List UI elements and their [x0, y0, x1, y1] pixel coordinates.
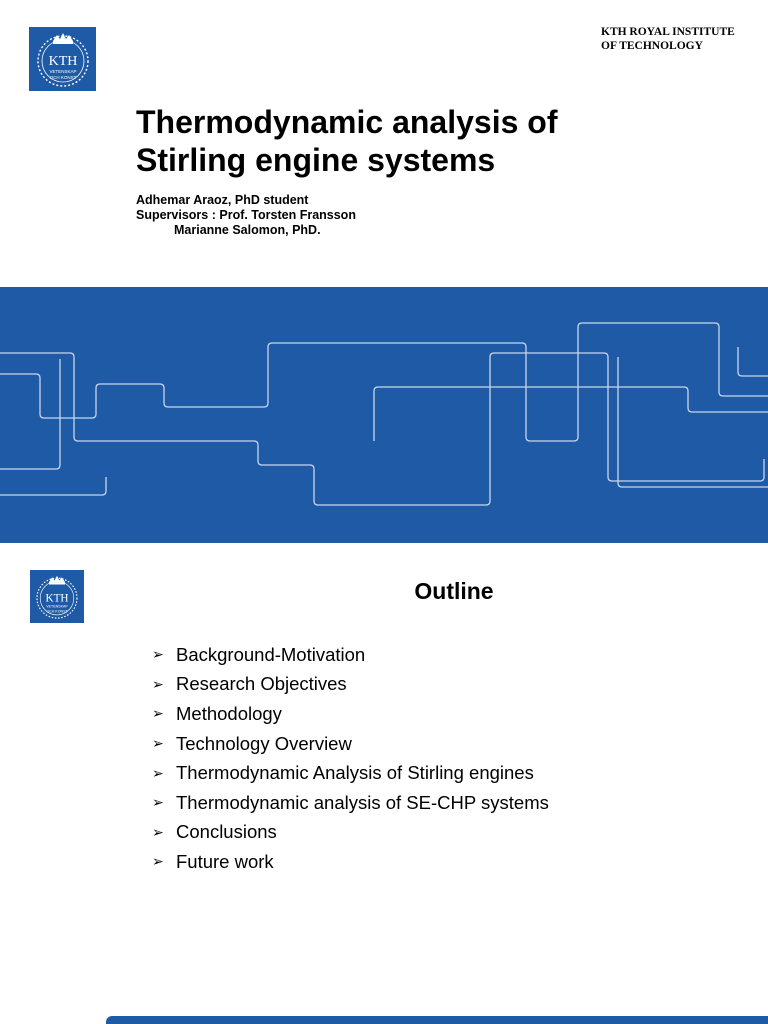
- supervisors-line: Supervisors : Prof. Torsten Fransson: [136, 208, 356, 222]
- arrow-bullet-icon: ➢: [152, 675, 164, 692]
- institute-name: KTH ROYAL INSTITUTE OF TECHNOLOGY: [601, 25, 735, 53]
- outline-item-label: Thermodynamic Analysis of Stirling engin…: [176, 762, 534, 784]
- institute-line-1: KTH ROYAL INSTITUTE: [601, 26, 735, 38]
- presentation-title: Thermodynamic analysis of Stirling engin…: [136, 103, 736, 179]
- svg-text:OCH KONST: OCH KONST: [49, 75, 76, 80]
- outline-item: ➢ Conclusions: [152, 818, 549, 848]
- outline-item: ➢ Methodology: [152, 699, 549, 729]
- institute-line-2: OF TECHNOLOGY: [601, 40, 703, 52]
- kth-logo: KTH VETENSKAP OCH KONST: [29, 27, 96, 91]
- outline-item: ➢ Technology Overview: [152, 729, 549, 759]
- outline-item: ➢ Thermodynamic analysis of SE-CHP system…: [152, 788, 549, 818]
- outline-heading: Outline: [414, 578, 494, 604]
- supervisor-2: Marianne Salomon, PhD.: [174, 223, 321, 237]
- outline-item: ➢ Future work: [152, 847, 549, 877]
- outline-item: ➢ Thermodynamic Analysis of Stirling engi…: [152, 758, 549, 788]
- arrow-bullet-icon: ➢: [152, 735, 164, 752]
- outline-item-label: Background-Motivation: [176, 643, 366, 665]
- svg-text:VETENSKAP: VETENSKAP: [46, 605, 68, 609]
- svg-text:KTH: KTH: [46, 592, 69, 604]
- decorative-banner: [0, 287, 768, 543]
- outline-list: ➢ Background-Motivation ➢ Research Objectiv…: [152, 640, 549, 877]
- outline-item: ➢ Research Objectives: [152, 670, 549, 700]
- outline-item-label: Methodology: [176, 702, 282, 724]
- kth-crest-icon: KTH VETENSKAP OCH KONST: [36, 33, 89, 87]
- arrow-bullet-icon: ➢: [152, 794, 164, 811]
- svg-text:VETENSKAP: VETENSKAP: [49, 69, 76, 74]
- circuit-lines-graphic: [0, 322, 768, 506]
- footer-bar: [106, 1016, 768, 1024]
- arrow-bullet-icon: ➢: [152, 705, 164, 722]
- kth-crest-icon: KTH VETENSKAP OCH KONST: [36, 575, 78, 619]
- svg-text:OCH KONST: OCH KONST: [46, 610, 68, 614]
- authors-block: Adhemar Araoz, PhD student Supervisors :…: [136, 193, 356, 238]
- kth-logo-small: KTH VETENSKAP OCH KONST: [30, 570, 84, 623]
- title-line-2: Stirling engine systems: [136, 142, 496, 178]
- arrow-bullet-icon: ➢: [152, 764, 164, 781]
- title-line-1: Thermodynamic analysis of: [136, 104, 558, 140]
- arrow-bullet-icon: ➢: [152, 646, 164, 663]
- outline-item-label: Conclusions: [176, 821, 277, 843]
- outline-item-label: Future work: [176, 850, 274, 872]
- svg-text:KTH: KTH: [48, 54, 77, 69]
- outline-item-label: Technology Overview: [176, 732, 352, 754]
- author-name: Adhemar Araoz, PhD student: [136, 193, 309, 207]
- arrow-bullet-icon: ➢: [152, 823, 164, 840]
- outline-item-label: Thermodynamic analysis of SE-CHP systems: [176, 791, 549, 813]
- arrow-bullet-icon: ➢: [152, 853, 164, 870]
- outline-item: ➢ Background-Motivation: [152, 640, 549, 670]
- outline-item-label: Research Objectives: [176, 673, 347, 695]
